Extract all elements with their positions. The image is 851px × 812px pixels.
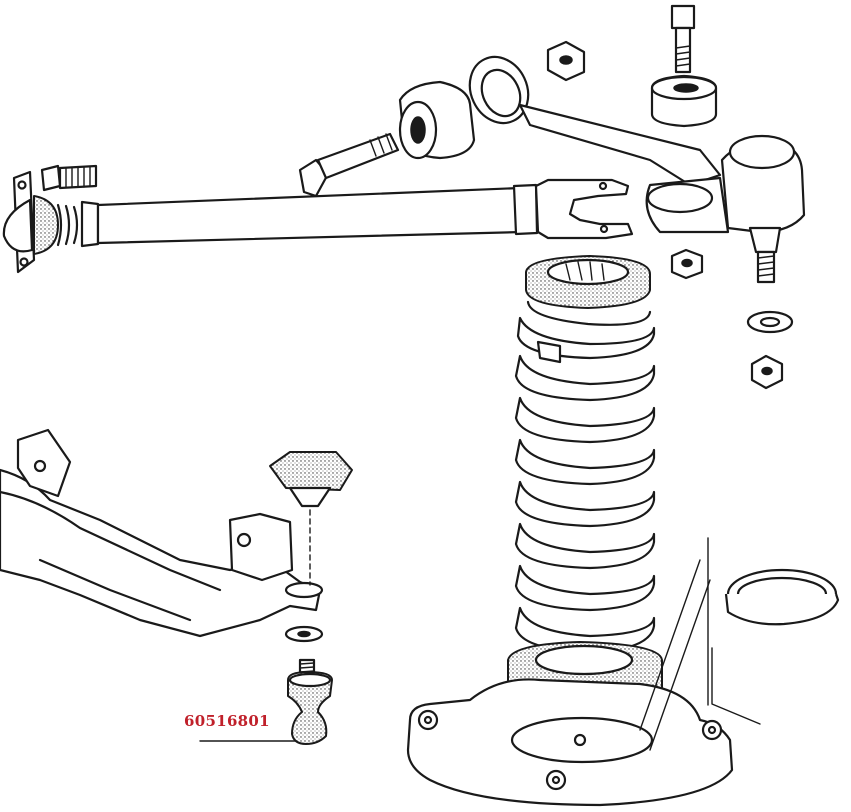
upper-nut: [546, 40, 586, 82]
spring-seat-plate: [406, 559, 734, 807]
upper-control-arm: [468, 55, 806, 284]
coil-spring: [507, 255, 663, 715]
castle-nut: [750, 354, 784, 390]
lower-bracket: [0, 428, 324, 638]
upper-bushing: [650, 74, 718, 128]
bump-washer: [284, 625, 324, 643]
part-number-label: 60516801: [184, 712, 270, 730]
bump-stop: [269, 451, 353, 586]
ball-joint-nut: [670, 248, 704, 280]
pivot-bolt: [298, 132, 400, 198]
upper-bolt: [670, 4, 696, 74]
tie-rod: [2, 164, 634, 274]
leader-lines: [707, 537, 761, 725]
split-ring: [724, 568, 840, 626]
pivot-bushing: [398, 80, 476, 160]
spring-washer: [746, 310, 794, 334]
lower-bump-stop: [287, 658, 333, 745]
